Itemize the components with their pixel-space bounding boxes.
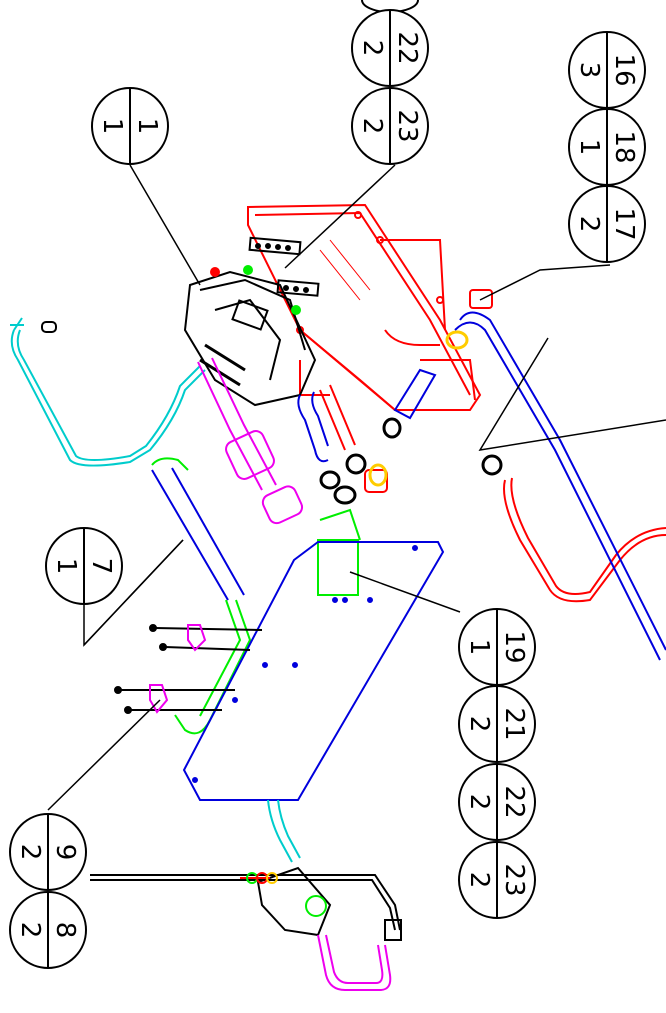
balloon-8-item: 8	[50, 922, 80, 939]
balloon-item-18: 18 1	[568, 108, 646, 186]
magenta-u-tube	[317, 934, 392, 991]
balloon-1-qty: 1	[97, 118, 127, 135]
balloon-22-top-item: 22	[392, 31, 422, 64]
balloon-17-item: 17	[609, 207, 639, 240]
balloon-19-item: 19	[499, 630, 529, 663]
controller-unit	[183, 265, 317, 407]
bolts-with-washers	[114, 624, 263, 714]
balloon-16-qty: 3	[574, 62, 604, 79]
blue-short-hose	[297, 368, 437, 463]
red-fittings	[319, 289, 666, 603]
balloon-16-item: 16	[609, 53, 639, 86]
small-fitting-part	[41, 321, 57, 333]
balloon-17-qty: 2	[574, 216, 604, 233]
cyan-hose-lower	[267, 799, 301, 863]
bottom-valve	[240, 866, 332, 937]
balloon-item-7: 7 1	[45, 527, 123, 605]
balloon-21-qty: 2	[464, 716, 494, 733]
balloon-23-top-item: 23	[392, 109, 422, 142]
balloon-18-qty: 1	[574, 139, 604, 156]
blue-pipe-vertical	[151, 467, 245, 601]
balloon-22-top-qty: 2	[357, 40, 387, 57]
black-nut-fittings	[319, 417, 503, 505]
balloon-item-9: 9 2	[9, 813, 87, 891]
balloon-21-item: 21	[499, 707, 529, 740]
balloon-23-top-qty: 2	[357, 118, 387, 135]
balloon-item-7-leader	[83, 539, 184, 647]
balloon-7-item: 7	[86, 558, 116, 575]
balloon-19-qty: 1	[464, 639, 494, 656]
red-frame-assembly	[247, 203, 482, 411]
balloon-22-bottom-item: 22	[499, 785, 529, 818]
balloon-item-21: 21 2	[458, 685, 536, 763]
balloon-9-item: 9	[50, 844, 80, 861]
balloon-item-22-bottom: 22 2	[458, 763, 536, 841]
balloon-item-23-top: 23 2	[351, 87, 429, 165]
blue-base-plate	[182, 541, 445, 801]
cyan-hose-upper	[10, 317, 206, 467]
balloon-item-17: 17 2	[568, 185, 646, 263]
balloon-item-8: 8 2	[9, 891, 87, 969]
balloon-7-qty: 1	[51, 558, 81, 575]
balloon-item-19: 19 1	[458, 608, 536, 686]
blue-long-pipe	[454, 311, 666, 661]
balloon-9-qty: 2	[15, 844, 45, 861]
balloon-23-bottom-item: 23	[499, 863, 529, 896]
magenta-hose	[197, 357, 304, 525]
balloon-23-bottom-qty: 2	[464, 872, 494, 889]
green-pipe	[151, 457, 361, 735]
balloon-item-22-top: 22 2	[351, 9, 429, 87]
magenta-washers	[149, 624, 207, 714]
bottom-rod	[90, 874, 402, 941]
balloon-22-bottom-qty: 2	[464, 794, 494, 811]
balloon-item-16: 16 3	[568, 31, 646, 109]
yellow-fittings	[368, 330, 469, 487]
balloon-item-23-bottom: 23 2	[458, 841, 536, 919]
balloon-8-qty: 2	[15, 922, 45, 939]
balloon-item-1: 1 1	[91, 87, 169, 165]
mounting-bracket	[248, 236, 320, 297]
balloon-1-item: 1	[132, 118, 162, 135]
balloon-18-item: 18	[609, 130, 639, 163]
